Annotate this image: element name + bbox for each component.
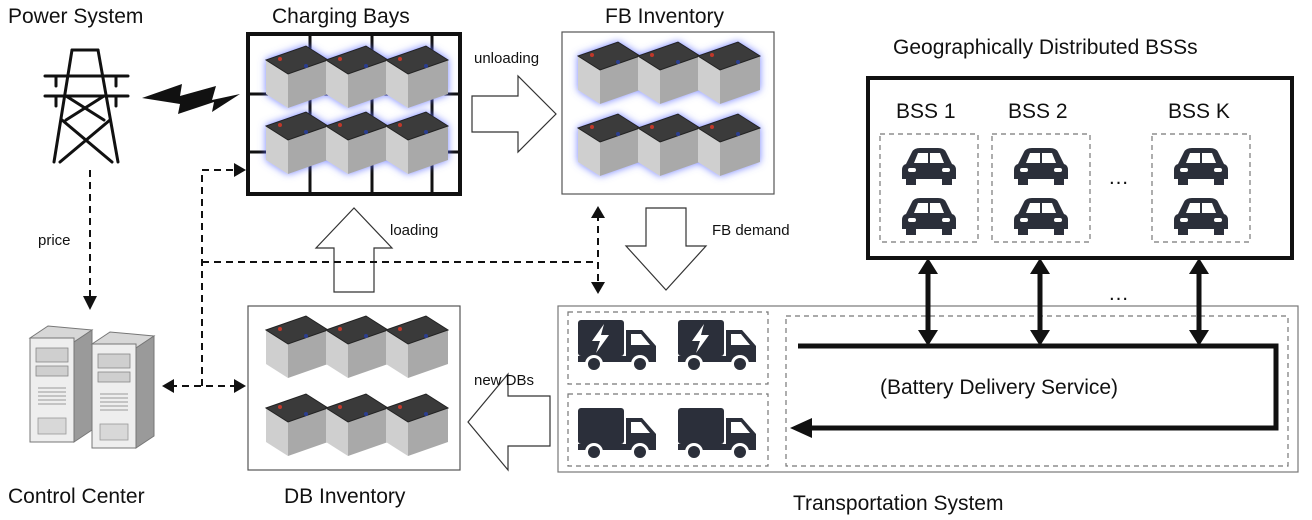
power-system-label: Power System <box>8 5 144 28</box>
unloading-arrow <box>471 74 557 154</box>
price-arrow <box>83 170 97 310</box>
delivery-loop <box>798 343 1279 431</box>
new-dbs-label: new DBs <box>474 372 535 389</box>
control-center-label: Control Center <box>8 485 145 508</box>
new-dbs-arrow <box>467 372 551 472</box>
link-ellipsis: … <box>1108 282 1129 305</box>
bss-region <box>866 76 1294 260</box>
price-label: price <box>38 232 71 249</box>
fb-demand-label: FB demand <box>712 222 790 239</box>
bss2-label: BSS 2 <box>1008 100 1068 123</box>
fb-demand-arrow <box>624 207 708 291</box>
transportation-system-label: Transportation System <box>793 492 1004 515</box>
power-tower-icon <box>43 48 130 164</box>
charging-bays-label: Charging Bays <box>272 5 410 28</box>
server-icon <box>29 325 155 449</box>
fb-inventory-box <box>561 31 775 195</box>
control-links <box>170 169 599 387</box>
battery-delivery-label: (Battery Delivery Service) <box>880 376 1119 399</box>
fb-inventory-label: FB Inventory <box>605 5 725 28</box>
loading-arrow <box>314 207 394 293</box>
loading-label: loading <box>390 222 439 239</box>
lightning-icon <box>142 84 240 114</box>
bssk-label: BSS K <box>1168 100 1230 123</box>
db-inventory-label: DB Inventory <box>284 485 406 508</box>
unloading-label: unloading <box>474 50 540 67</box>
geo-bss-label: Geographically Distributed BSSs <box>893 36 1198 59</box>
charging-bays-grid <box>246 32 462 196</box>
db-inventory-box <box>247 305 461 471</box>
bss-delivery-links <box>918 258 1209 346</box>
bss1-label: BSS 1 <box>896 100 956 123</box>
bss-ellipsis: … <box>1108 166 1129 189</box>
